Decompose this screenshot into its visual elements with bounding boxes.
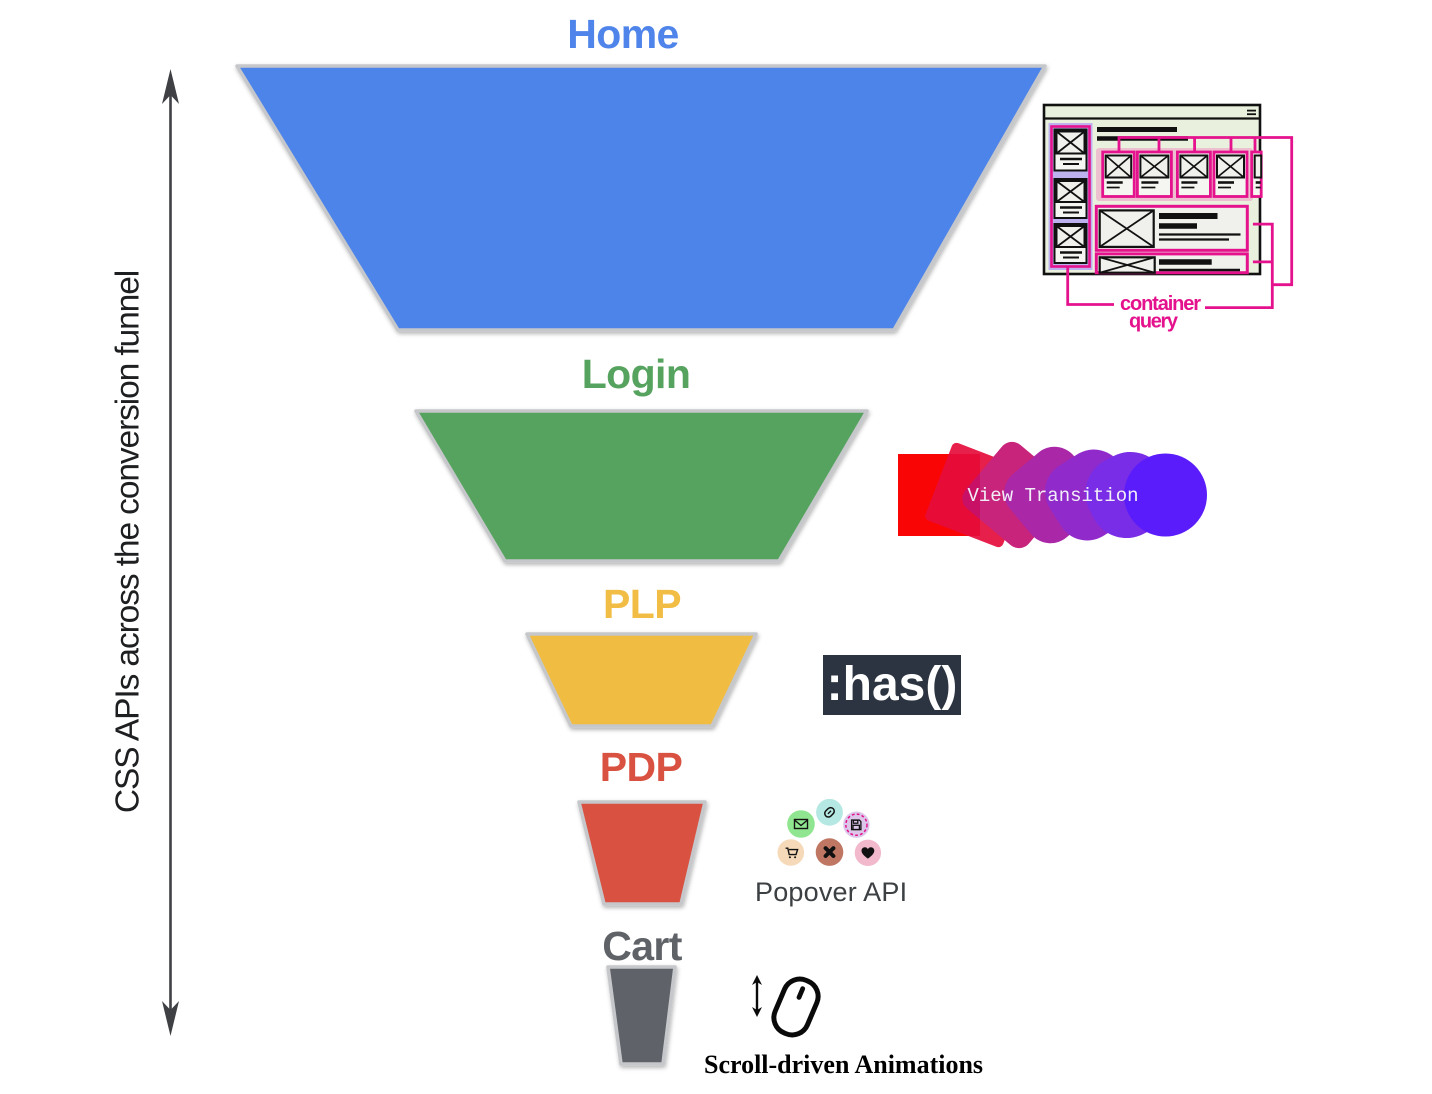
svg-text:Home: Home <box>567 11 679 57</box>
svg-text:container: container <box>1120 293 1201 315</box>
svg-text:Popover API: Popover API <box>755 877 907 907</box>
svg-text:query: query <box>1129 311 1179 333</box>
svg-text:View Transition: View Transition <box>967 485 1138 507</box>
svg-text:CSS APIs across the conversion: CSS APIs across the conversion funnel <box>110 271 147 813</box>
svg-text::has(): :has() <box>827 658 958 711</box>
svg-text:Scroll-driven Animations: Scroll-driven Animations <box>704 1050 983 1079</box>
svg-text:PLP: PLP <box>603 581 681 627</box>
svg-text:Login: Login <box>582 351 691 397</box>
svg-text:Cart: Cart <box>602 923 683 969</box>
svg-text:PDP: PDP <box>600 744 683 790</box>
